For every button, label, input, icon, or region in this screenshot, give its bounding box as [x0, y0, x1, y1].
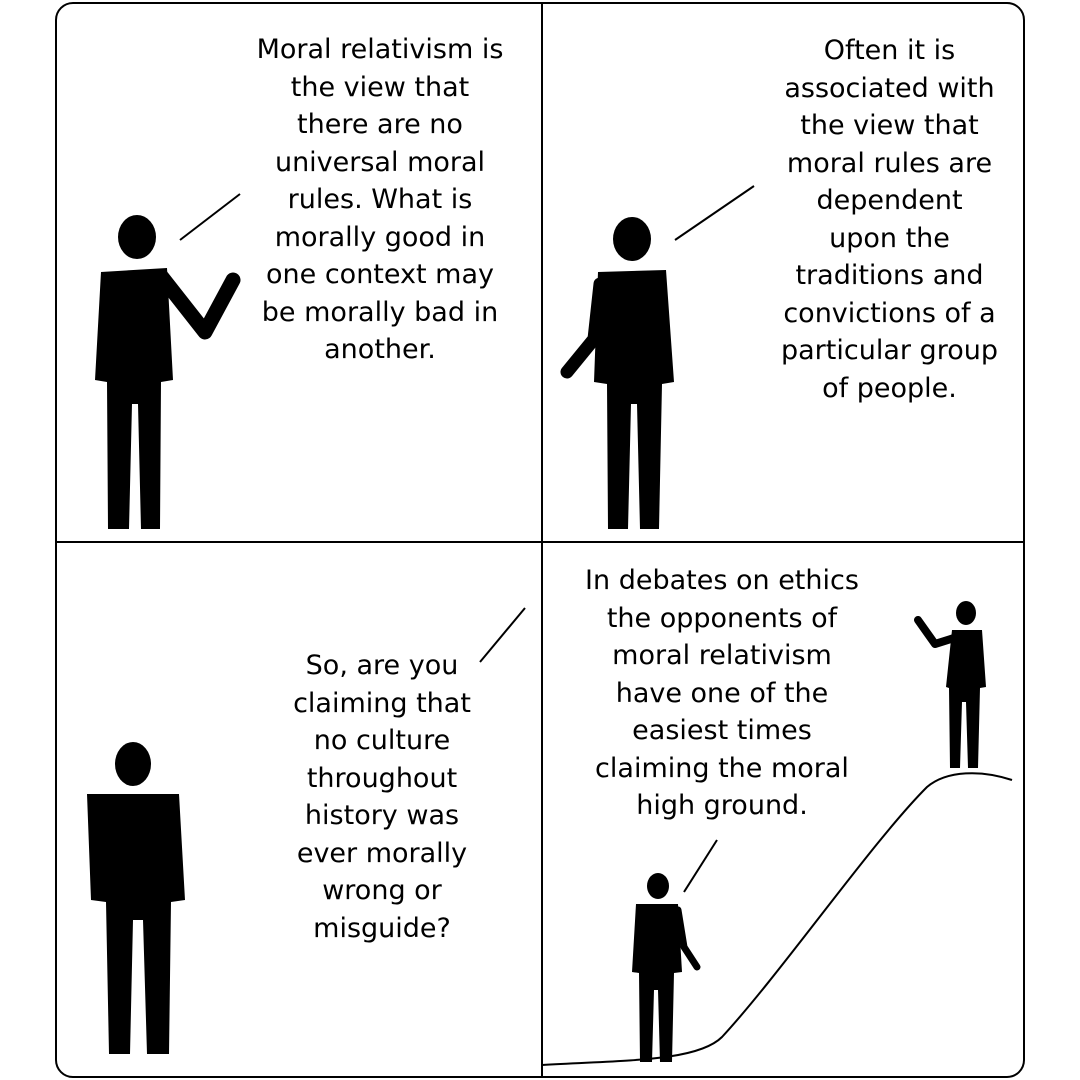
speech-text: So, are you claiming that no culture thr…	[293, 650, 471, 944]
speech-pointer	[674, 185, 755, 241]
hill-outline	[542, 772, 1013, 1066]
speech-text: Often it is associated with the view tha…	[781, 35, 998, 404]
speech-text: Moral relativism is the view that there …	[256, 34, 504, 365]
stick-figure-speaker	[560, 217, 674, 529]
speech-pointer	[479, 607, 526, 663]
figure-lowered-arm	[560, 277, 607, 379]
figure-body	[632, 904, 682, 1062]
figure-head	[956, 601, 976, 625]
stick-figure-speaker	[95, 215, 241, 529]
figure-body	[594, 270, 674, 529]
figure-body	[87, 794, 185, 1054]
panel-4-art	[542, 601, 1013, 1066]
speech-pointer	[179, 193, 241, 241]
comic-strip: Moral relativism is the view that there …	[55, 2, 1025, 1078]
speech-text: In debates on ethics the opponents of mo…	[585, 565, 859, 821]
panel-3-art	[87, 607, 526, 1054]
figure-lowered-arm	[674, 906, 701, 971]
panel-2-art	[560, 185, 755, 529]
figure-head	[613, 217, 651, 261]
panel-4: In debates on ethics the opponents of mo…	[542, 542, 1023, 1076]
panel-3: So, are you claiming that no culture thr…	[57, 542, 542, 1076]
panel-divider-horizontal	[57, 541, 1023, 543]
panel-1: Moral relativism is the view that there …	[57, 4, 542, 542]
figure-body	[95, 268, 173, 529]
figure-head	[118, 215, 156, 259]
figure-raised-arm	[153, 268, 241, 340]
panel-divider-vertical	[541, 4, 543, 1076]
figure-body	[946, 630, 986, 768]
figure-head	[115, 742, 151, 786]
stick-figure-on-hilltop	[914, 601, 986, 768]
speech-pointer	[683, 839, 718, 893]
panel-2: Often it is associated with the view tha…	[542, 4, 1023, 542]
figure-waving-arm	[914, 616, 958, 648]
panel-1-art	[95, 193, 241, 529]
figure-head	[647, 873, 669, 899]
stick-figure-at-bottom	[632, 873, 701, 1062]
stick-figure-listener	[87, 742, 185, 1054]
